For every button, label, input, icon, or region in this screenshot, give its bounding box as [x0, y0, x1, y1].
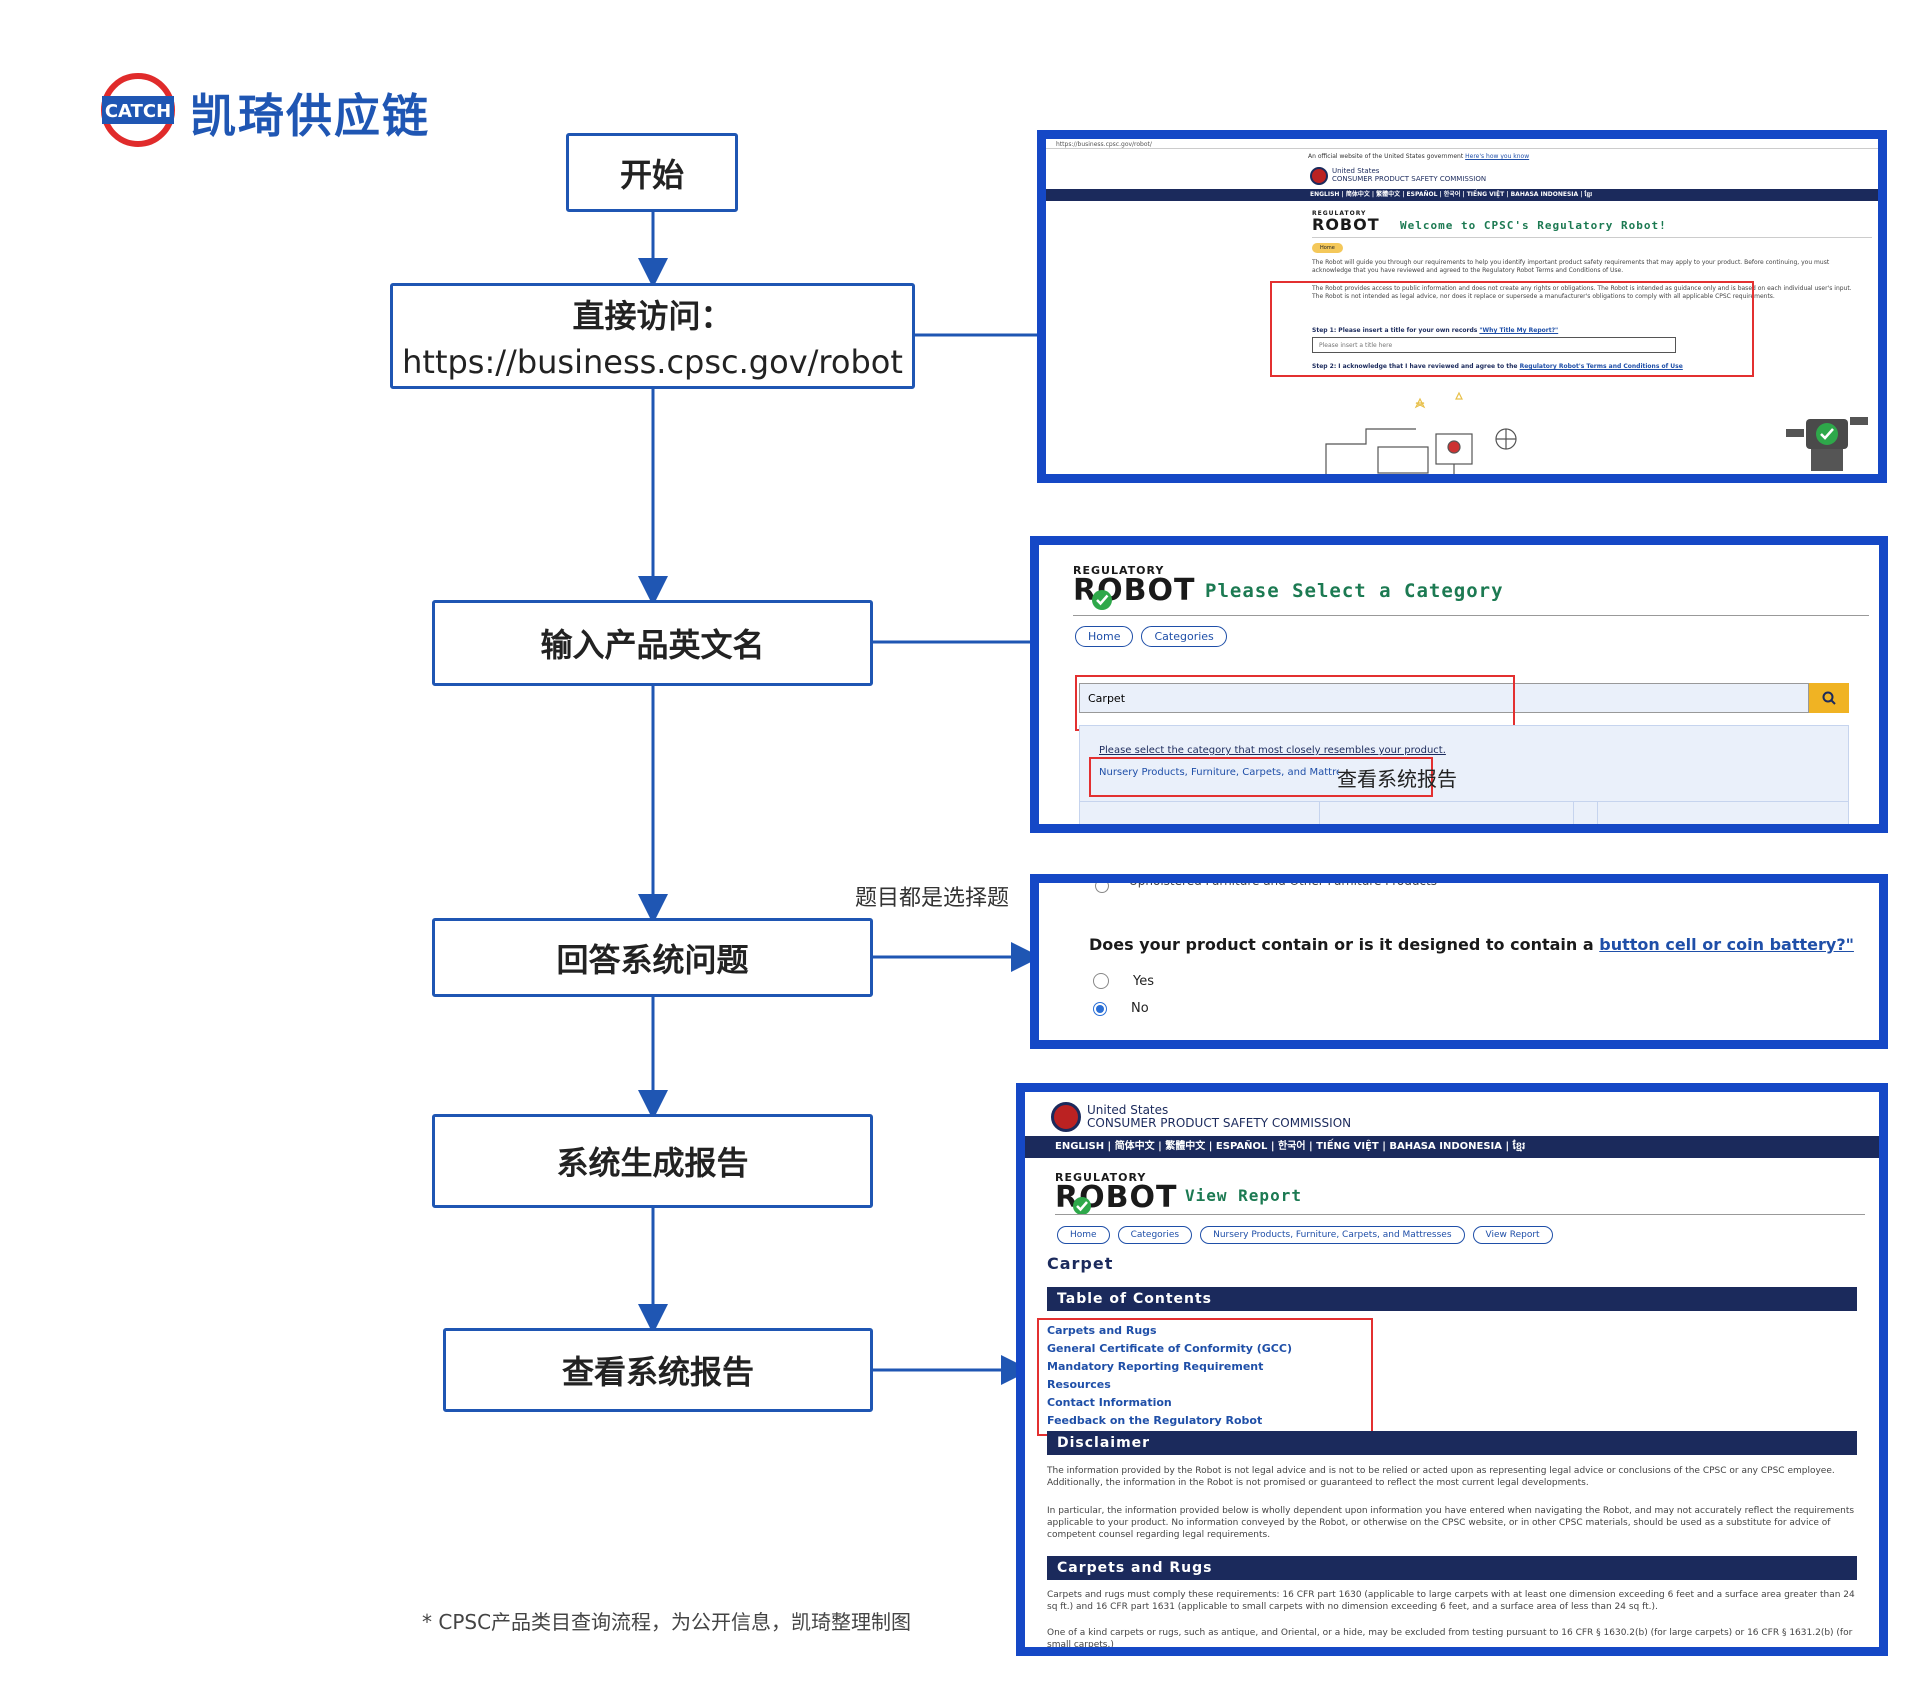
option-yes[interactable]: Yes	[1093, 973, 1154, 989]
flow-generate-label: 系统生成报告	[556, 1144, 749, 1182]
language-bar: ENGLISH | 简体中文 | 繁體中文 | ESPAÑOL | 한국어 | …	[1046, 189, 1878, 201]
crumb-home[interactable]: Home	[1057, 1226, 1110, 1244]
breadcrumb: Home Categories	[1075, 625, 1235, 647]
flow-visit-url: https://business.cpsc.gov/robot	[402, 343, 903, 381]
option-no-label: No	[1131, 1001, 1149, 1016]
check-badge-icon	[1092, 590, 1112, 610]
toc-feedback[interactable]: Feedback on the Regulatory Robot	[1047, 1414, 1263, 1427]
cpsc-seal-icon	[1310, 167, 1328, 185]
report-title: View Report	[1185, 1186, 1302, 1205]
flow-view-label: 查看系统报告	[561, 1353, 754, 1391]
flow-visit-title: 直接访问：	[572, 297, 733, 335]
welcome-title: Welcome to CPSC's Regulatory Robot!	[1400, 219, 1667, 232]
result-item[interactable]: Nursery Products, Furniture, Carpets, an…	[1099, 767, 1339, 778]
toc-list: Carpets and Rugs General Certificate of …	[1047, 1324, 1292, 1432]
toc-resources[interactable]: Resources	[1047, 1378, 1111, 1391]
results-panel	[1079, 725, 1849, 824]
carpets-p2: One of a kind carpets or rugs, such as a…	[1047, 1628, 1853, 1651]
toc-header: Table of Contents	[1047, 1287, 1857, 1311]
crumb-nursery[interactable]: Nursery Products, Furniture, Carpets, an…	[1200, 1226, 1465, 1244]
results-hint: Please select the category that most clo…	[1099, 745, 1446, 756]
screenshot-category: REGULATORY ROBOT Please Select a Categor…	[1030, 536, 1888, 833]
catch-logo-icon: CATCH	[101, 73, 175, 147]
step2-label: Step 2: I acknowledge that I have review…	[1312, 363, 1683, 370]
flow-visit: 直接访问： https://business.cpsc.gov/robot	[390, 283, 915, 389]
option-yes-label: Yes	[1133, 973, 1154, 989]
disclaimer-header: Disclaimer	[1047, 1431, 1857, 1455]
highlight-result	[1089, 757, 1433, 797]
disclaimer-p1: The information provided by the Robot is…	[1047, 1466, 1835, 1489]
intro-text: The Robot will guide you through our req…	[1312, 259, 1830, 275]
category-title: Please Select a Category	[1205, 580, 1504, 602]
crumb-categories[interactable]: Categories	[1117, 1226, 1193, 1244]
crumb-view-report[interactable]: View Report	[1472, 1226, 1553, 1244]
screenshot-welcome: https://business.cpsc.gov/robot/ An offi…	[1037, 130, 1887, 483]
brand-logo: CATCH	[100, 72, 176, 148]
option-no[interactable]: No	[1093, 1001, 1149, 1016]
robot-logo: REGULATORY ROBOT	[1312, 210, 1380, 234]
toc-carpets[interactable]: Carpets and Rugs	[1047, 1324, 1157, 1337]
crumb-categories[interactable]: Categories	[1141, 626, 1227, 647]
check-badge-icon	[1073, 1197, 1091, 1215]
cut-off-radio	[1095, 883, 1109, 893]
cut-off-text: Upholstered Furniture and Other Furnitur…	[1129, 874, 1437, 888]
radio-no[interactable]	[1093, 1001, 1107, 1016]
brand-name: 凯琦供应链	[190, 89, 430, 143]
highlight-search	[1075, 675, 1515, 731]
toc-contact[interactable]: Contact Information	[1047, 1396, 1172, 1409]
flow-start-label: 开始	[619, 155, 684, 194]
category-search-input[interactable]	[1079, 683, 1809, 713]
search-icon	[1822, 691, 1836, 705]
gov-banner: An official website of the United States…	[1308, 153, 1530, 160]
home-pill[interactable]: Home	[1312, 243, 1343, 253]
toc-reporting[interactable]: Mandatory Reporting Requirement	[1047, 1360, 1264, 1373]
question-text: Does your product contain or is it desig…	[1089, 935, 1854, 954]
flow-view: 查看系统报告	[443, 1328, 873, 1412]
flow-answer: 回答系统问题	[432, 918, 873, 997]
carpets-header: Carpets and Rugs	[1047, 1556, 1857, 1580]
footnote: * CPSC产品类目查询流程，为公开信息，凯琦整理制图	[422, 1610, 912, 1634]
highlight-steps	[1270, 281, 1754, 377]
flow-input-label: 输入产品英文名	[540, 626, 765, 664]
carpets-p1: Carpets and rugs must comply these requi…	[1047, 1590, 1855, 1613]
flow-generate: 系统生成报告	[432, 1114, 873, 1208]
product-name: Carpet	[1047, 1254, 1114, 1273]
language-bar: ENGLISH | 简体中文 | 繁體中文 | ESPAÑOL | 한국어 | …	[1025, 1136, 1879, 1158]
cpsc-seal-icon	[1051, 1102, 1081, 1132]
flow-input: 输入产品英文名	[432, 600, 873, 686]
annotation-questions: 题目都是选择题	[855, 886, 1010, 911]
crumb-home[interactable]: Home	[1075, 626, 1134, 647]
breadcrumb: Home Categories Nursery Products, Furnitur…	[1057, 1222, 1561, 1244]
url-bar: https://business.cpsc.gov/robot/	[1056, 141, 1152, 148]
disclaimer-text: The Robot provides access to public info…	[1312, 285, 1852, 301]
radio-yes[interactable]	[1093, 973, 1109, 989]
step1-label: Step 1: Please insert a title for your o…	[1312, 327, 1559, 334]
toc-gcc[interactable]: General Certificate of Conformity (GCC)	[1047, 1342, 1292, 1355]
overlay-view-report: 查看系统报告	[1337, 767, 1457, 791]
search-button[interactable]	[1809, 683, 1849, 713]
flow-start: 开始	[566, 133, 738, 212]
robot-illustration-icon	[1325, 391, 1868, 474]
report-title-input[interactable]	[1312, 337, 1676, 353]
svg-text:CATCH: CATCH	[105, 101, 171, 122]
flow-answer-label: 回答系统问题	[556, 940, 749, 979]
disclaimer-p2: In particular, the information provided …	[1047, 1506, 1855, 1541]
screenshot-question: Upholstered Furniture and Other Furnitur…	[1030, 874, 1888, 1049]
